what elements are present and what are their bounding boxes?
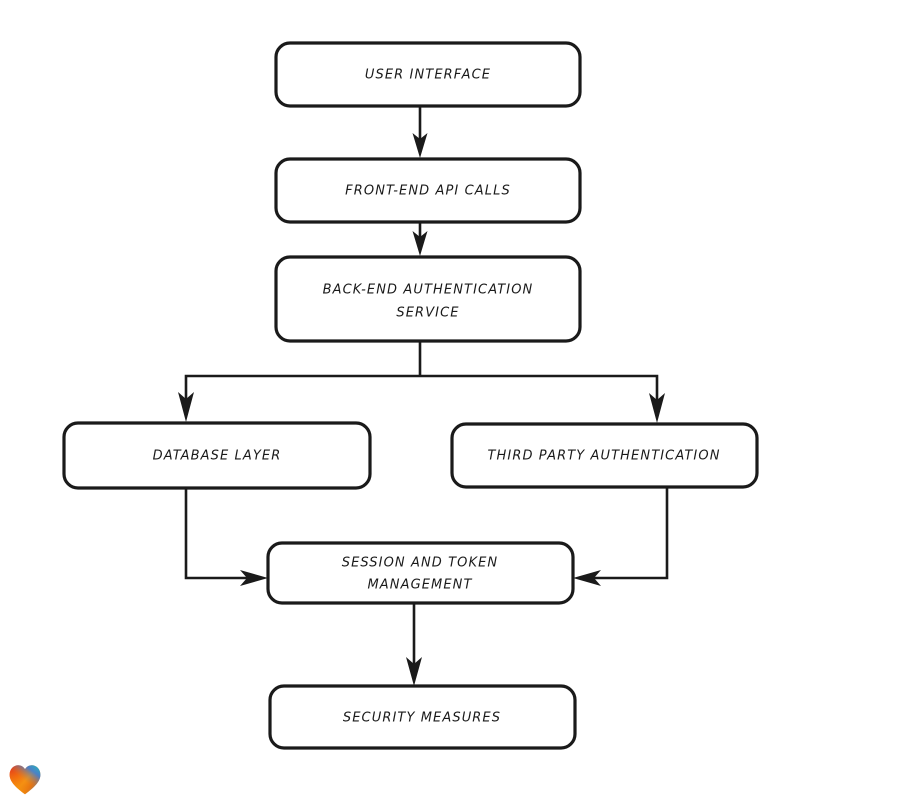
edge-database-to-session [184,488,268,586]
edge-backend-to-database [178,374,420,422]
node-shape [274,255,582,343]
node-third-party-authentication[interactable]: THIRD PARTY AUTHENTICATION [450,422,759,489]
node-label-session-token-line1: SESSION AND TOKEN [342,556,499,571]
node-label-back-end-authentication-line2: SERVICE [396,306,459,321]
node-database-layer[interactable]: DATABASE LAYER [62,421,372,490]
node-label-back-end-authentication-line1: BACK-END AUTHENTICATION [323,283,534,298]
node-shape [266,541,575,605]
node-label-security-measures: SECURITY MEASURES [343,711,501,726]
heart-icon [9,765,41,795]
node-label-front-end-api-calls: FRONT-END API CALLS [345,184,511,199]
edge-backend-to-thirdparty [420,374,665,423]
edge-session-to-security [406,603,422,686]
node-shape [274,157,582,224]
node-shape [274,41,582,108]
node-label-session-token-line2: MANAGEMENT [367,578,472,593]
node-label-database-layer: DATABASE LAYER [153,449,282,464]
node-security-measures[interactable]: SECURITY MEASURES [268,684,577,750]
node-front-end-api-calls[interactable]: FRONT-END API CALLS [274,157,582,224]
node-user-interface[interactable]: USER INTERFACE [274,41,582,108]
node-shape [268,684,577,750]
node-back-end-authentication-service[interactable]: BACK-END AUTHENTICATION SERVICE [274,255,582,343]
heart-shape-overlay [9,765,41,795]
node-shape [62,421,372,490]
node-session-and-token-management[interactable]: SESSION AND TOKEN MANAGEMENT [266,541,575,605]
node-shape [450,422,759,489]
node-label-user-interface: USER INTERFACE [365,68,491,83]
edge-ui-to-api [412,106,428,158]
edge-thirdparty-to-session [573,487,669,586]
node-label-third-party-authentication: THIRD PARTY AUTHENTICATION [487,449,720,464]
edge-api-to-backend [412,222,428,256]
